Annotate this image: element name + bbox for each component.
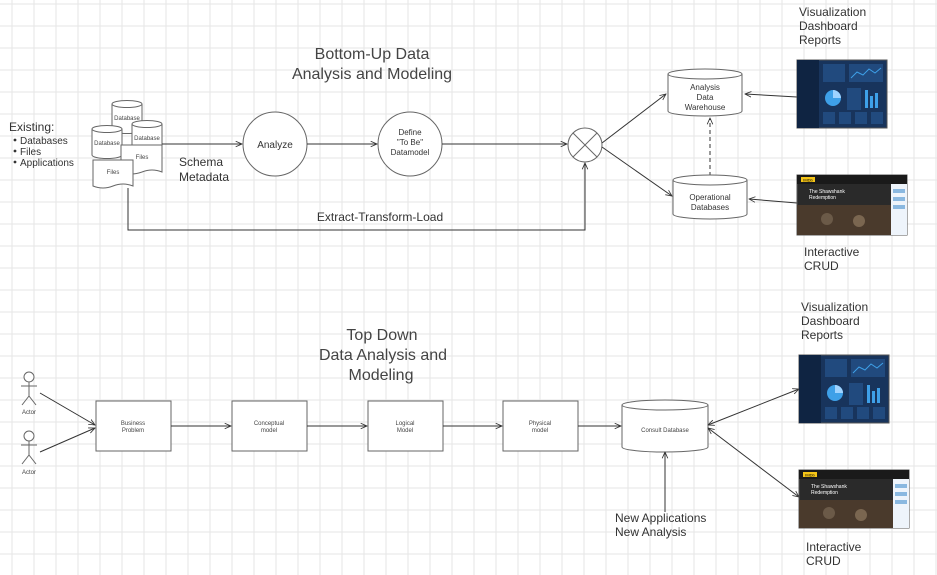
- conceptual-model-line2: model: [261, 428, 277, 434]
- define-label-line2: "To Be": [397, 138, 423, 147]
- movie-title-line2: Redemption: [809, 195, 836, 201]
- existing-sources-list: Existing: Databases Files Applications: [9, 120, 74, 169]
- top-viz-label-line3: Reports: [799, 33, 841, 47]
- movie-title-line1: The Shawshank: [809, 189, 845, 195]
- top-viz-label-line1: Visualization: [799, 5, 866, 19]
- bottom-viz-label-line3: Reports: [801, 328, 843, 342]
- edge-merge-to-warehouse: [601, 94, 666, 144]
- conceptual-model-box[interactable]: Conceptual model: [231, 400, 308, 452]
- consult-database-label: Consult Database: [641, 428, 689, 434]
- files-a-label: Files: [136, 155, 149, 161]
- warehouse-label-line1: Analysis: [690, 83, 720, 92]
- business-problem-line1: Business: [121, 421, 145, 427]
- merge-junction-node[interactable]: [567, 127, 603, 163]
- bullet-icon: [13, 138, 17, 142]
- dashboard-thumbnail[interactable]: [796, 59, 888, 129]
- analyze-node[interactable]: Analyze: [242, 111, 308, 177]
- movie-title-line1: The Shawshank: [811, 484, 847, 490]
- crud-app-thumbnail[interactable]: IMDb The Shawshank Redemption: [796, 174, 908, 236]
- edge-actor1-to-problem: [39, 392, 95, 425]
- operational-label-line1: Operational: [689, 193, 731, 202]
- bottom-crud-label-line1: Interactive: [806, 540, 862, 554]
- file-document-icon: Files: [92, 159, 134, 189]
- actor-icon[interactable]: Actor: [21, 371, 37, 416]
- define-label-line1: Define: [398, 128, 422, 137]
- database-cylinder-icon: Database: [91, 125, 123, 159]
- bottom-title-line2: Data Analysis and: [319, 347, 447, 364]
- new-applications-label: New Applications: [615, 511, 706, 525]
- top-viz-label-line2: Dashboard: [799, 19, 858, 33]
- analyze-label: Analyze: [257, 140, 293, 151]
- bottom-title-line3: Modeling: [349, 367, 414, 384]
- bullet-icon: [13, 160, 17, 164]
- existing-item-files: Files: [20, 147, 41, 158]
- edge-etl-loop: [127, 163, 585, 231]
- physical-model-line2: model: [532, 428, 548, 434]
- existing-heading: Existing:: [9, 120, 54, 134]
- database-cylinder-icon: Database: [111, 100, 143, 134]
- data-source-cluster[interactable]: Database Database Database Files Files: [91, 100, 163, 189]
- warehouse-label-line3: Warehouse: [685, 103, 726, 112]
- operational-databases[interactable]: Operational Databases: [672, 174, 748, 220]
- edge-merge-to-operational: [601, 146, 672, 196]
- etl-label: Extract-Transform-Load: [317, 210, 443, 224]
- existing-item-databases: Databases: [20, 136, 68, 147]
- top-crud-label-line2: CRUD: [804, 259, 839, 273]
- metadata-label: Metadata: [179, 170, 229, 184]
- warehouse-label-line2: Data: [697, 93, 714, 102]
- bullet-icon: [13, 149, 17, 153]
- logical-model-line1: Logical: [395, 421, 414, 427]
- logo-text: IMDb: [805, 473, 815, 478]
- logo-icon: [801, 177, 815, 182]
- top-title-line2: Analysis and Modeling: [292, 66, 452, 83]
- business-problem-box[interactable]: Business Problem: [95, 400, 172, 452]
- logo-icon: [803, 472, 817, 477]
- operational-label-line2: Databases: [691, 203, 729, 212]
- existing-item-applications: Applications: [20, 158, 74, 169]
- bottom-title-line1: Top Down: [346, 327, 417, 344]
- bottom-viz-label-line2: Dashboard: [801, 314, 860, 328]
- movie-title-line2: Redemption: [811, 490, 838, 496]
- physical-model-line1: Physical: [529, 421, 551, 427]
- actor-label: Actor: [22, 470, 36, 476]
- dashboard-thumbnail[interactable]: [798, 354, 890, 424]
- crud-app-thumbnail[interactable]: IMDb The Shawshank Redemption: [798, 469, 910, 529]
- consult-database[interactable]: Consult Database: [621, 399, 709, 453]
- conceptual-model-line1: Conceptual: [254, 421, 284, 427]
- logo-text: IMDb: [803, 178, 813, 183]
- logical-model-box[interactable]: Logical Model: [367, 400, 444, 452]
- business-problem-line2: Problem: [122, 428, 144, 434]
- bottom-viz-label-line1: Visualization: [801, 300, 868, 314]
- bottom-crud-label-line2: CRUD: [806, 554, 841, 568]
- edge-database-dashboard: [708, 389, 799, 425]
- actor-label: Actor: [22, 410, 36, 416]
- files-b-label: Files: [107, 170, 120, 176]
- actor-icon[interactable]: Actor: [21, 430, 37, 476]
- analysis-data-warehouse[interactable]: Analysis Data Warehouse: [667, 68, 743, 117]
- physical-model-box[interactable]: Physical model: [502, 400, 579, 452]
- database-a-label: Database: [114, 116, 140, 122]
- edge-actor2-to-problem: [39, 428, 95, 453]
- edge-dashboard-to-warehouse: [745, 94, 798, 97]
- logical-model-line2: Model: [397, 428, 413, 434]
- top-title-line1: Bottom-Up Data: [315, 46, 430, 63]
- edge-database-crud: [708, 428, 799, 497]
- database-c-label: Database: [94, 141, 120, 147]
- cross-icon: [572, 132, 598, 158]
- define-datamodel-node[interactable]: Define "To Be" Datamodel: [377, 111, 443, 177]
- schema-label: Schema: [179, 155, 223, 169]
- edge-crud-to-operational: [749, 199, 798, 204]
- new-analysis-label: New Analysis: [615, 525, 686, 539]
- define-label-line3: Datamodel: [391, 148, 430, 157]
- database-b-label: Database: [134, 136, 160, 142]
- top-crud-label-line1: Interactive: [804, 245, 860, 259]
